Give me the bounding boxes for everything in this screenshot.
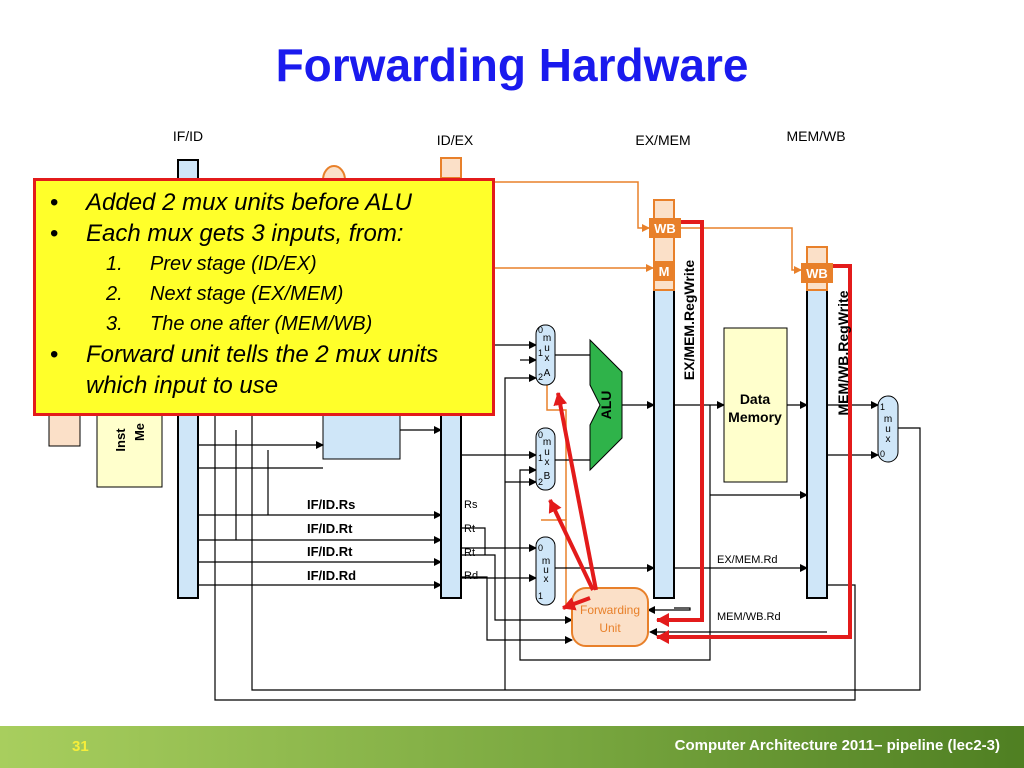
data-memory-label-1: Data: [740, 391, 771, 407]
callout-bullet-1: •Added 2 mux units before ALU: [50, 189, 412, 216]
exmem-m-field: [653, 261, 675, 281]
mux-b-letter-u: u: [544, 447, 550, 458]
mux-writeback-letter-m: m: [884, 414, 892, 425]
mux-rd-letter-x: x: [544, 574, 549, 585]
mux-b-in1: 1: [538, 453, 543, 463]
exmem-register: [653, 289, 675, 599]
callout-bullet-3: •Forward unit tells the 2 mux units whic…: [50, 341, 439, 399]
rt-label-2: Rt: [464, 547, 475, 559]
ifid-label: IF/ID: [173, 128, 203, 144]
slide-footer: 31 Computer Architecture 2011– pipeline …: [0, 726, 1024, 768]
explanation-callout: •Added 2 mux units before ALU •Each mux …: [33, 178, 495, 416]
mux-a-letter-u: u: [544, 343, 550, 354]
mux-a-tag: A: [544, 368, 551, 379]
alu-shape: [589, 338, 623, 472]
mux-rd-letter-u: u: [543, 565, 549, 576]
mux-rd-in1: 1: [538, 591, 543, 601]
callout-subitem-1: 1.Prev stage (ID/EX): [106, 253, 317, 275]
memwb-wb-label: WB: [806, 266, 828, 281]
mux-b: [535, 427, 556, 491]
memwb-wb-field: [801, 263, 833, 283]
mux-rd-letter-m: m: [542, 556, 550, 567]
memwb-label: MEM/WB: [786, 128, 845, 144]
mux-a-in0: 0: [538, 325, 543, 335]
ifid-rd-label: IF/ID.Rd: [307, 568, 356, 583]
rs-label: Rs: [464, 499, 478, 511]
memwb-regwrite-label: MEM/WB.RegWrite: [835, 290, 851, 415]
exmem-m-label: M: [659, 264, 670, 279]
forwarding-unit-block: [571, 587, 649, 647]
memwb-rd-label: MEM/WB.Rd: [717, 611, 781, 623]
memwb-register: [806, 289, 828, 599]
callout-subitem-3: 3.The one after (MEM/WB): [106, 313, 373, 335]
idex-label: ID/EX: [437, 132, 474, 148]
mux-b-tag: B: [544, 471, 551, 482]
instruction-memory-label-1: Inst: [113, 428, 128, 452]
data-memory-block: [723, 327, 788, 483]
mux-a-in1: 1: [538, 348, 543, 358]
data-memory-label-2: Memory: [728, 409, 782, 425]
mux-b-in2: 2: [538, 477, 543, 487]
exmem-wb-label: WB: [654, 221, 676, 236]
alu-label: ALU: [598, 391, 614, 420]
mux-b-letter-m: m: [543, 437, 551, 448]
idex-control-bank: [440, 157, 462, 179]
exmem-rd-label: EX/MEM.Rd: [717, 554, 778, 566]
mux-rd: [535, 536, 556, 606]
mux-b-letter-x: x: [545, 457, 550, 468]
rd-label: Rd: [464, 570, 478, 582]
mux-writeback: [877, 395, 899, 463]
exmem-wb-field: [649, 218, 681, 238]
course-title: Computer Architecture 2011– pipeline (le…: [674, 737, 1000, 754]
callout-bullet-2: •Each mux gets 3 inputs, from:: [50, 220, 404, 247]
mux-a-letter-m: m: [543, 333, 551, 344]
mux-writeback-in1: 1: [880, 402, 885, 412]
rt-label-1: Rt: [464, 523, 475, 535]
exmem-label: EX/MEM: [635, 132, 690, 148]
ifid-rt-label-2: IF/ID.Rt: [307, 544, 353, 559]
forwarding-unit-label-1: Forwarding: [580, 603, 640, 617]
callout-subitem-2: 2.Next stage (EX/MEM): [106, 283, 344, 305]
mux-a: [535, 324, 556, 386]
exmem-regwrite-label: EX/MEM.RegWrite: [681, 260, 697, 381]
mux-a-in2: 2: [538, 372, 543, 382]
mux-writeback-letter-x: x: [886, 434, 891, 445]
page-number: 31: [72, 738, 89, 755]
mux-rd-in0: 0: [538, 543, 543, 553]
forwarding-unit-label-2: Unit: [599, 621, 621, 635]
mux-b-in0: 0: [538, 430, 543, 440]
ifid-rt-label-1: IF/ID.Rt: [307, 521, 353, 536]
mux-writeback-in0: 0: [880, 449, 885, 459]
slide-title: Forwarding Hardware: [275, 39, 749, 91]
forwarding-highlight-paths: [548, 220, 852, 644]
mux-writeback-letter-u: u: [885, 424, 891, 435]
instruction-memory-label-2: Me: [132, 423, 147, 441]
ifid-rs-label: IF/ID.Rs: [307, 497, 355, 512]
mux-a-letter-x: x: [545, 353, 550, 364]
